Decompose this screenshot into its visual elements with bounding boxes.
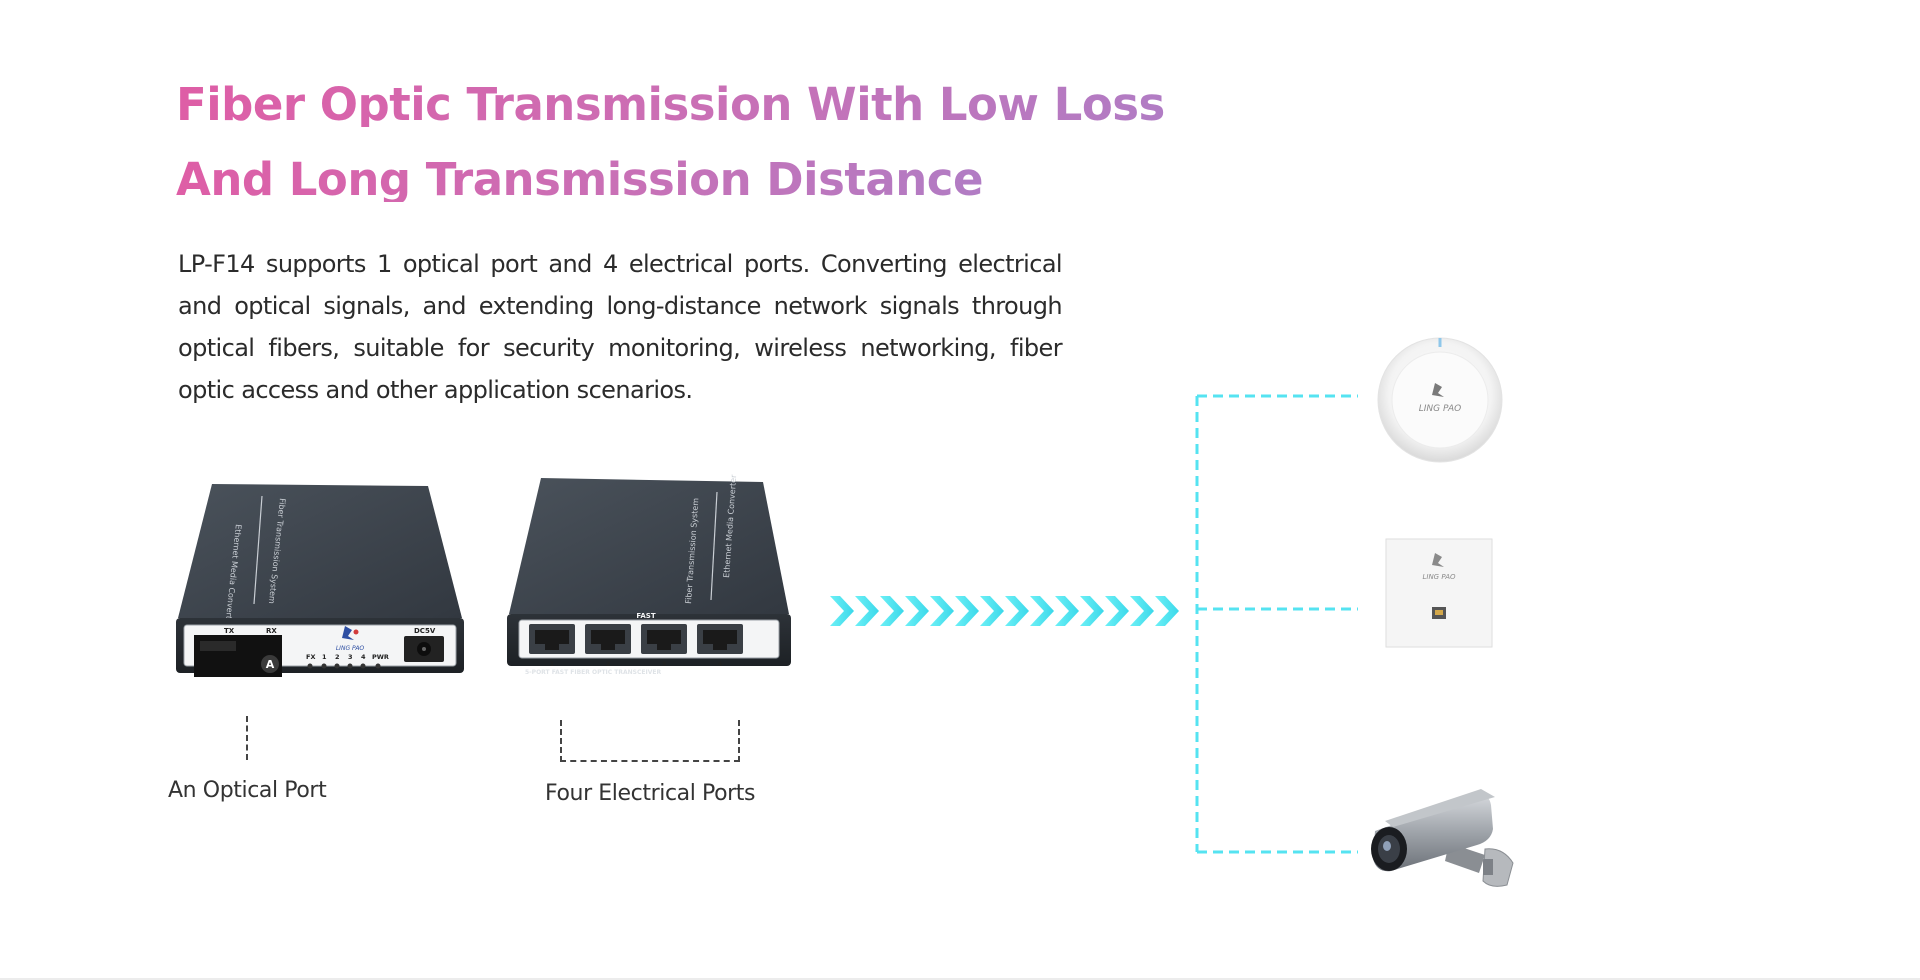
port-number-4: 4 [718,661,722,668]
distribution-lines [1195,394,1358,854]
chevron-icon [1055,596,1079,626]
led-label-fx: FX [306,653,315,661]
ceiling-ap-brand: LING PAO [1419,404,1461,414]
device1-brand: LING PAO [336,645,365,652]
led-label-4: 4 [361,653,366,661]
chevron-icon [980,596,1004,626]
security-camera-icon [1371,789,1514,887]
chevron-icon [830,596,854,626]
chevron-icon [1005,596,1029,626]
optical-port-caption: An Optical Port [168,778,327,803]
electrical-ports-caption: Four Electrical Ports [545,781,756,806]
ceiling-ap-icon: LING PAO [1377,337,1503,463]
led-label-3: 3 [348,653,353,661]
chevron-icon [880,596,904,626]
port-number-1: 1 [550,661,554,668]
power-label: DC5V [414,627,436,635]
arrow-chevrons-icon [830,596,1179,626]
wall-ap-brand: LING PAO [1422,573,1456,581]
chevron-icon [1155,596,1179,626]
media-converter-electrical-image: Fiber Transmission System Ethernet Media… [507,474,791,676]
footer-divider [0,978,1920,980]
chevron-icon [1030,596,1054,626]
chevron-icon [1080,596,1104,626]
chevron-icon [1105,596,1129,626]
device2-bottom-label: 5-PORT FAST FIBER OPTIC TRANSCEIVER [525,669,661,676]
led-label-1: 1 [322,653,327,661]
chevron-icon [955,596,979,626]
led-label-2: 2 [335,653,340,661]
product-description: LP-F14 supports 1 optical port and 4 ele… [178,250,1063,404]
chevron-icon [930,596,954,626]
rj45-port-icon [529,624,743,654]
electrical-ports-bracket [560,720,740,762]
chevron-icon [855,596,879,626]
tx-label: TX [224,627,235,635]
chevron-icon [1130,596,1154,626]
led-label-pwr: PWR [372,653,389,661]
heading-line-2: And Long Transmission Distance [176,153,983,206]
module-letter: A [266,658,275,671]
optical-port-pointer [246,716,248,760]
port-number-3: 3 [662,661,666,668]
media-converter-optical-image: Fiber Transmission System Ethernet Media… [176,484,464,677]
rx-label: RX [266,627,277,635]
wall-ap-icon: LING PAO [1385,538,1493,648]
chevron-icon [905,596,929,626]
heading-line-1: Fiber Optic Transmission With Low Loss [176,78,1165,131]
ports-label: FAST [636,612,655,620]
port-number-2: 2 [606,661,610,668]
